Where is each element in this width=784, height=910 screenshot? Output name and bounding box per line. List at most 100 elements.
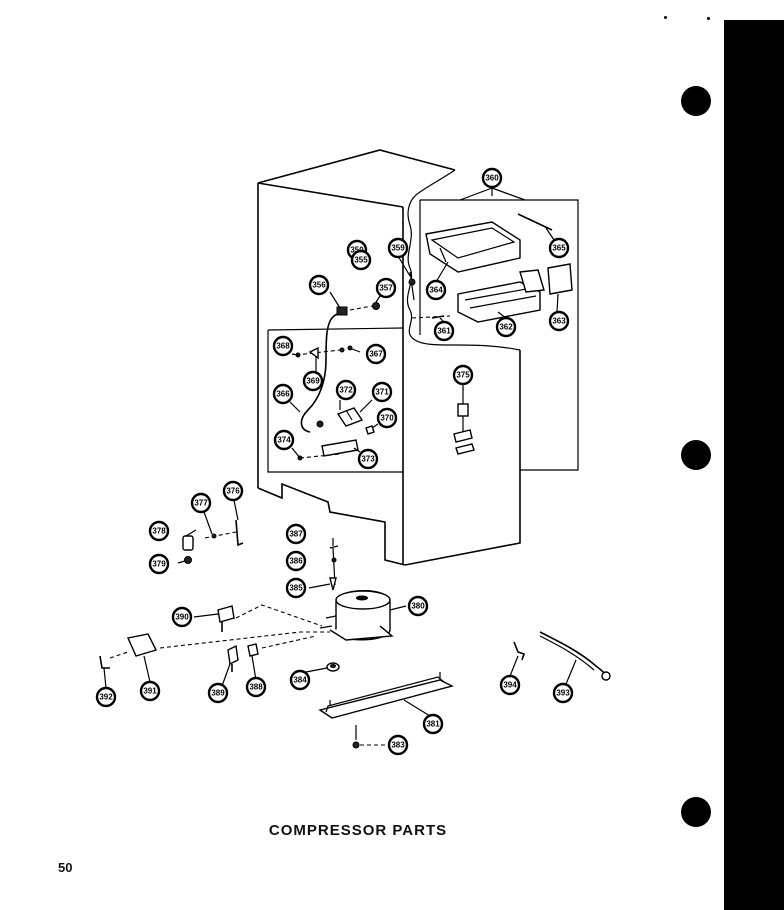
scan-speck [664, 16, 667, 19]
callout-label: 359 [391, 244, 405, 253]
compressor-connections [159, 604, 330, 649]
callout-label: 379 [152, 560, 166, 569]
base-plate-part [318, 672, 454, 749]
callout-376: 376 [222, 480, 244, 502]
callout-leaders [103, 186, 577, 717]
callout-390: 390 [171, 606, 193, 628]
callout-label: 371 [375, 388, 389, 397]
callout-387: 387 [285, 523, 307, 545]
callout-label: 372 [339, 386, 353, 395]
callout-label: 380 [411, 602, 425, 611]
icemaker-inset-box [419, 187, 579, 471]
callout-label: 384 [293, 676, 307, 685]
callout-355: 355 [350, 249, 372, 271]
valve-inset-parts [295, 345, 375, 461]
terminal-parts [217, 605, 259, 672]
callout-359: 359 [387, 237, 409, 259]
callout-label: 394 [503, 681, 517, 690]
icemaker-unit-part [457, 269, 545, 323]
callout-label: 355 [354, 256, 368, 265]
callout-label: 391 [143, 687, 157, 696]
callout-label: 373 [361, 455, 375, 464]
callouts: 360 350 359 355 356 357 364 365 361 362 … [95, 167, 574, 756]
callout-393: 393 [552, 682, 574, 704]
callout-label: 381 [426, 720, 440, 729]
callout-394: 394 [499, 674, 521, 696]
callout-361: 361 [433, 320, 455, 342]
callout-386: 386 [285, 550, 307, 572]
callout-label: 377 [194, 499, 208, 508]
callout-label: 364 [429, 286, 443, 295]
callout-label: 356 [312, 281, 326, 290]
water-valve-part [453, 388, 475, 455]
callout-363: 363 [548, 310, 570, 332]
callout-label: 368 [276, 342, 290, 351]
callout-356: 356 [308, 274, 330, 296]
callout-label: 363 [552, 317, 566, 326]
callout-388: 388 [245, 676, 267, 698]
callout-377: 377 [190, 492, 212, 514]
callout-label: 366 [276, 390, 290, 399]
callout-label: 376 [226, 487, 240, 496]
callout-label: 387 [289, 530, 303, 539]
punch-hole-top [681, 86, 711, 116]
callout-379: 379 [148, 553, 170, 575]
grommet-part [326, 662, 340, 672]
valve-inset-box [267, 327, 404, 473]
callout-383: 383 [387, 734, 409, 756]
callout-label: 383 [391, 741, 405, 750]
callout-371: 371 [371, 381, 393, 403]
callout-364: 364 [425, 279, 447, 301]
callout-357: 357 [375, 277, 397, 299]
callout-366: 366 [272, 383, 294, 405]
punch-hole-middle [681, 440, 711, 470]
callout-label: 389 [211, 689, 225, 698]
callout-label: 360 [485, 174, 499, 183]
cabinet-outline [257, 149, 521, 566]
icemaker-screw-part [411, 315, 451, 319]
callout-label: 369 [306, 377, 320, 386]
callout-label: 357 [379, 284, 393, 293]
callout-378: 378 [148, 520, 170, 542]
relay-parts [182, 519, 244, 564]
callout-label: 375 [456, 371, 470, 380]
callout-392: 392 [95, 686, 117, 708]
callout-368: 368 [272, 335, 294, 357]
callout-label: 385 [289, 584, 303, 593]
callout-369: 369 [302, 370, 324, 392]
ice-bin-part [425, 221, 521, 273]
callout-384: 384 [289, 669, 311, 691]
callout-360: 360 [481, 167, 503, 189]
callout-372: 372 [335, 379, 357, 401]
callout-381: 381 [422, 713, 444, 735]
callout-label: 392 [99, 693, 113, 702]
callout-label: 374 [277, 436, 291, 445]
callout-label: 388 [249, 683, 263, 692]
callout-label: 365 [552, 244, 566, 253]
callout-label: 350 [350, 246, 364, 255]
binding-edge-bar [724, 20, 784, 910]
scan-speck [707, 17, 710, 20]
diagram-caption: COMPRESSOR PARTS [268, 822, 448, 839]
callout-label: 361 [437, 327, 451, 336]
callout-365: 365 [548, 237, 570, 259]
callout-391: 391 [139, 680, 161, 702]
drain-tube-part [513, 631, 611, 681]
callout-370: 370 [376, 407, 398, 429]
callout-385: 385 [285, 577, 307, 599]
callout-label: 390 [175, 613, 189, 622]
shield-plate-part [547, 263, 573, 295]
callout-373: 373 [357, 448, 379, 470]
callout-label: 370 [380, 414, 394, 423]
compressor-part [319, 545, 394, 641]
punch-hole-bottom [681, 797, 711, 827]
fill-tube-part [517, 213, 553, 231]
callout-label: 378 [152, 527, 166, 536]
callout-374: 374 [273, 429, 295, 451]
callout-label: 362 [499, 323, 513, 332]
callout-362: 362 [495, 316, 517, 338]
callout-380: 380 [407, 595, 429, 617]
page-number: 50 [58, 860, 73, 875]
